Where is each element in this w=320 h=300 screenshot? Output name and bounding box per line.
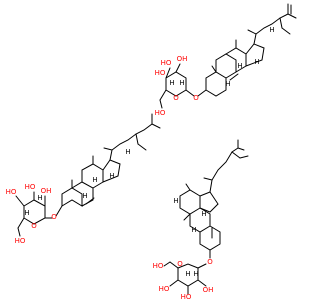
bond-c6-o xyxy=(163,261,171,267)
oh-c4-label: HO xyxy=(25,183,36,191)
h-label: H xyxy=(191,226,196,234)
vinyl-1 xyxy=(287,13,297,19)
ethyl-1 xyxy=(135,133,139,145)
side-chain xyxy=(209,147,239,193)
ring-o-label: O xyxy=(173,94,179,102)
h-label: H xyxy=(24,209,29,217)
iso-1 xyxy=(151,123,161,129)
h-label: H xyxy=(254,58,259,66)
bond-glyco-2 xyxy=(197,89,207,97)
bond-c4-oh xyxy=(169,279,179,287)
h-label: H xyxy=(37,194,42,202)
ring-a xyxy=(199,225,221,251)
bond-c3-oh xyxy=(15,195,25,207)
h-label: H xyxy=(109,172,114,180)
molecule-glucoside-left: OH HO HO HO O O H H H H H H xyxy=(6,113,161,245)
bond-glyco-2 xyxy=(197,263,207,269)
oh-c6-label: HO xyxy=(15,237,26,245)
ring-b xyxy=(189,207,211,233)
h-label: H xyxy=(225,80,230,88)
bond-c6 xyxy=(159,89,167,101)
h-label: H xyxy=(237,62,242,70)
ethyl-2 xyxy=(281,27,291,35)
ring-o-label: O xyxy=(177,260,183,268)
h-label: H xyxy=(92,176,97,184)
h-label: H xyxy=(169,79,174,87)
ring-a xyxy=(61,187,83,207)
ring-c xyxy=(179,189,201,215)
double-bond-b xyxy=(85,197,95,205)
molecule-glucoside-top-right: OH HO HO HO O O H H H H H H xyxy=(155,3,297,117)
bond-c6 xyxy=(17,217,25,229)
ring-b xyxy=(215,53,237,79)
angular-methyl-1 xyxy=(211,65,217,73)
methyl-1 xyxy=(247,29,257,35)
bond-c2-oh xyxy=(197,279,207,287)
h-label: H xyxy=(201,210,206,218)
h-label: H xyxy=(173,197,178,205)
bond-c6 xyxy=(169,261,179,269)
ring-c xyxy=(81,163,104,189)
oh-c6-label: HO xyxy=(155,109,166,117)
ring-o-label: O xyxy=(31,222,37,230)
glyco-o-label: O xyxy=(207,258,213,266)
angular-methyl-2 xyxy=(185,183,191,191)
side-chain xyxy=(253,13,289,45)
h-label: H xyxy=(269,26,274,34)
iso-1 xyxy=(237,147,245,151)
bond-c2-oh xyxy=(175,63,181,73)
ho-label: HO xyxy=(181,293,192,300)
molecule-glucoside-bottom-right: OH HO HO HO O O H H H H H xyxy=(153,139,249,300)
h-label: H xyxy=(193,270,198,278)
oh-c4-label: HO xyxy=(155,69,166,77)
structure-canvas: OH HO HO HO O O H H H H H H OH xyxy=(6,3,297,300)
ethyl-1 xyxy=(279,17,283,29)
bond-glyco-2 xyxy=(55,205,63,217)
oh-c3-label: HO xyxy=(6,188,17,196)
ethyl-2 xyxy=(137,143,147,151)
ring-a xyxy=(205,71,227,97)
methyl-1 xyxy=(103,147,113,151)
glyco-o-label: O xyxy=(51,213,57,221)
methyl-1 xyxy=(203,177,213,181)
ho-label: HO xyxy=(153,262,164,270)
oh-label: OH xyxy=(203,286,214,294)
ethyl-1 xyxy=(231,151,241,159)
angular-methyl-1 xyxy=(183,213,191,221)
ring-d xyxy=(199,191,219,213)
bond-c6-o xyxy=(159,99,163,109)
bond-glyco-1 xyxy=(185,89,195,97)
bond-c3-oh xyxy=(165,67,171,79)
h-label: H xyxy=(185,270,190,278)
oh-top-label: OH xyxy=(177,55,188,63)
ring-d xyxy=(102,159,121,183)
bond-c6-o xyxy=(17,227,21,237)
glyco-o-label: O xyxy=(193,94,199,102)
side-chain xyxy=(109,123,153,161)
ho-label: HO xyxy=(159,285,170,293)
oh-c3-label: HO xyxy=(161,59,172,67)
ring-d xyxy=(245,43,265,67)
ethyl-2 xyxy=(239,155,249,159)
h-label: H xyxy=(82,192,87,200)
double-bond-b xyxy=(229,73,239,81)
h-label: H xyxy=(179,79,184,87)
oh-top-label: OH xyxy=(41,187,52,195)
h-label: H xyxy=(125,148,130,156)
